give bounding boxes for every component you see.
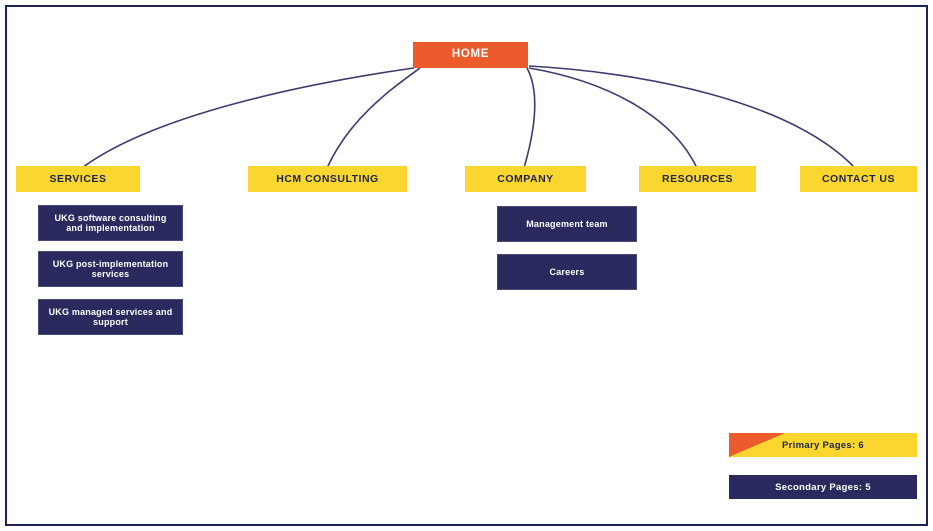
node-secondary-ukg-post-implementation[interactable]: UKG post-implementation services: [38, 251, 183, 287]
node-secondary-ukg-managed-services[interactable]: UKG managed services and support: [38, 299, 183, 335]
legend-primary-pages: Primary Pages: 6: [729, 433, 917, 457]
node-secondary-ukg-software-consulting-label: UKG software consulting and implementati…: [54, 212, 167, 233]
node-secondary-ukg-post-implementation-label: UKG post-implementation services: [52, 258, 169, 279]
legend-orange-wedge: [729, 433, 785, 457]
node-primary-contact-us[interactable]: CONTACT US: [800, 166, 917, 192]
node-secondary-ukg-managed-services-label: UKG managed services and support: [48, 306, 173, 327]
node-secondary-careers-label: Careers: [549, 266, 585, 277]
node-primary-services[interactable]: SERVICES: [16, 166, 140, 192]
legend-primary-pages-label: Primary Pages: 6: [782, 439, 864, 451]
node-primary-services-label: SERVICES: [49, 172, 107, 185]
node-home[interactable]: HOME: [413, 42, 528, 68]
node-primary-resources-label: RESOURCES: [661, 172, 733, 185]
legend-secondary-pages-label: Secondary Pages: 5: [775, 481, 871, 493]
node-secondary-careers[interactable]: Careers: [497, 254, 637, 290]
node-secondary-ukg-software-consulting[interactable]: UKG software consulting and implementati…: [38, 205, 183, 241]
node-primary-company[interactable]: COMPANY: [465, 166, 586, 192]
legend-secondary-pages: Secondary Pages: 5: [729, 475, 917, 499]
node-secondary-management-team-label: Management team: [526, 218, 608, 229]
node-home-label: HOME: [451, 48, 490, 61]
node-primary-hcm-consulting-label: HCM CONSULTING: [276, 172, 379, 185]
node-secondary-management-team[interactable]: Management team: [497, 206, 637, 242]
node-primary-contact-us-label: CONTACT US: [821, 172, 896, 185]
node-primary-hcm-consulting[interactable]: HCM CONSULTING: [248, 166, 407, 192]
node-primary-resources[interactable]: RESOURCES: [639, 166, 756, 192]
node-primary-company-label: COMPANY: [497, 172, 554, 185]
